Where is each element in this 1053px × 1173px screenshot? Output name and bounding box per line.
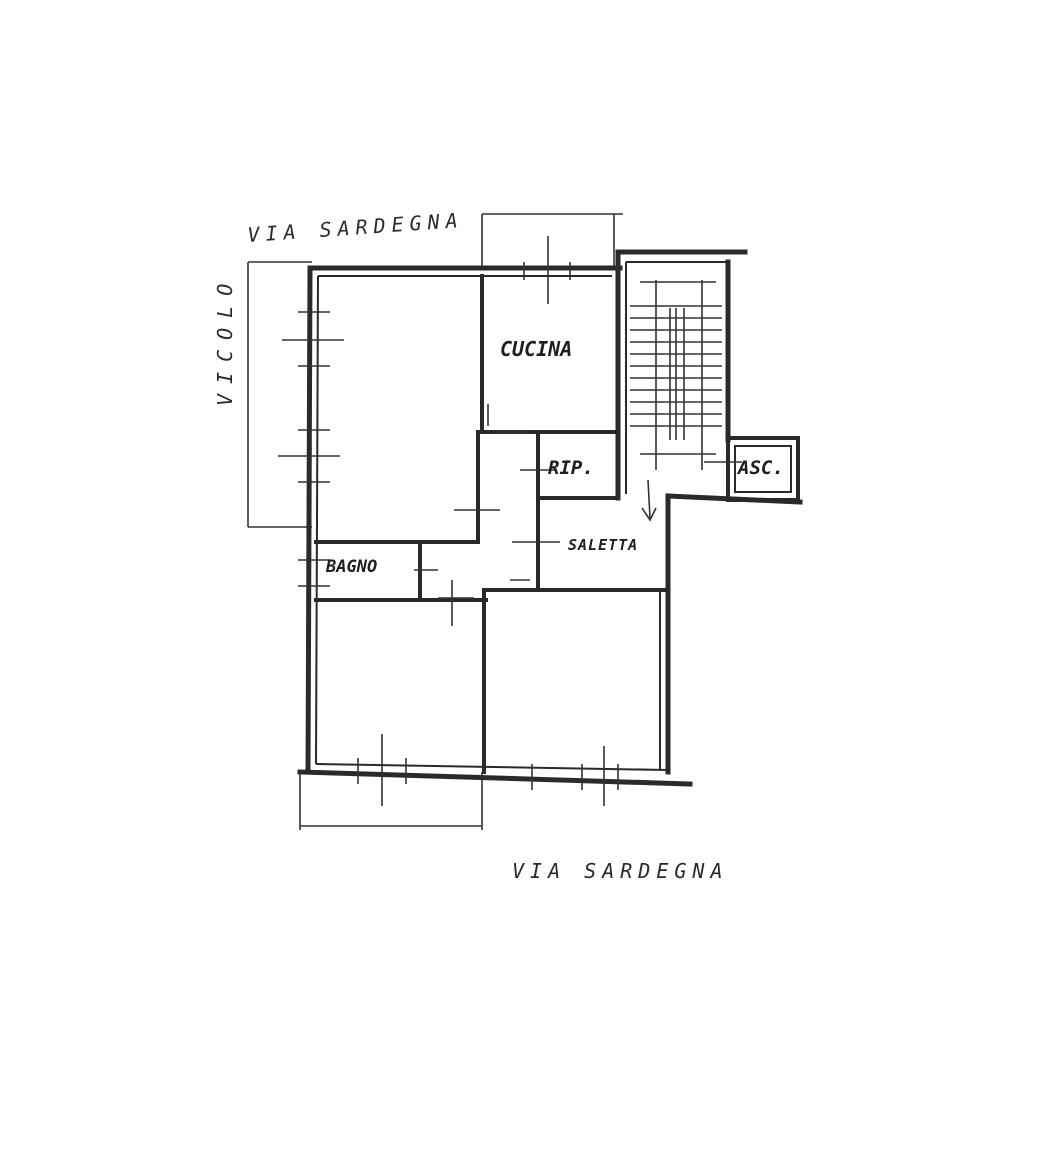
- interior-walls: [314, 274, 670, 774]
- bathroom-label: BAGNO: [325, 557, 377, 577]
- elevator-label: ASC.: [736, 457, 784, 479]
- sitting-room-label: SALETTA: [568, 536, 638, 554]
- stairwell: [615, 249, 803, 522]
- left-street-label: VICOLO: [213, 274, 237, 406]
- elevator-shaft: [704, 436, 800, 502]
- storage-label: RIP.: [548, 457, 594, 479]
- top-street-label: VIA SARDEGNA: [247, 208, 465, 247]
- bottom-street-label: VIA SARDEGNA: [512, 859, 729, 883]
- outer-walls: [297, 265, 693, 787]
- kitchen-label: CUCINA: [500, 337, 572, 361]
- openings: [278, 236, 619, 806]
- dimension-lines: [247, 213, 623, 830]
